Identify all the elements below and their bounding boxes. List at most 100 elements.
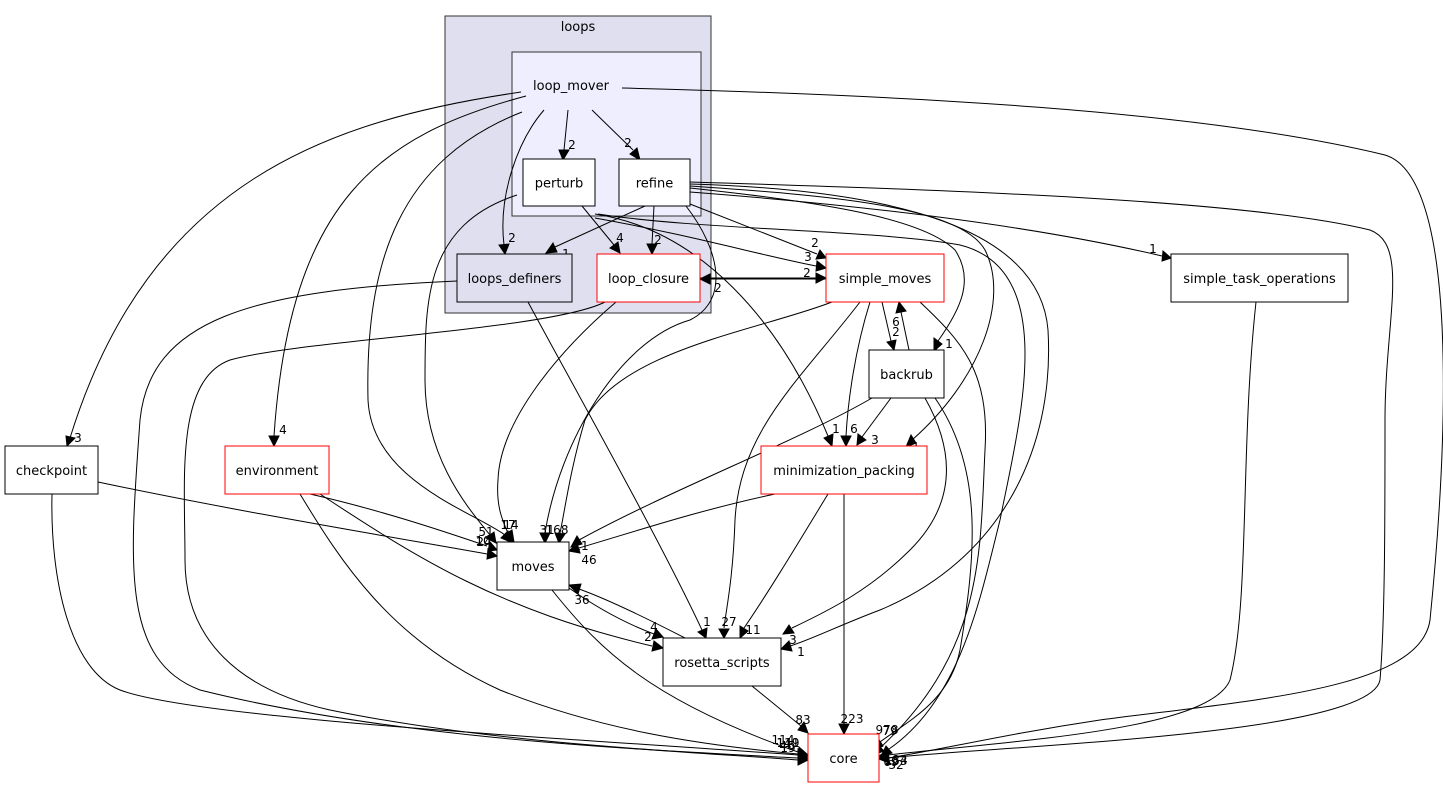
node-moves[interactable]: moves (496, 541, 570, 591)
edge-count-label[interactable]: 51 (478, 525, 493, 539)
edge-count-label[interactable]: 14 (503, 518, 518, 532)
node-rosetta-scripts[interactable]: rosetta_scripts (662, 637, 782, 687)
edge-count-label[interactable]: 3 (804, 250, 812, 264)
node-environment[interactable]: environment (224, 445, 330, 495)
edge-loop-mover-to-perturb[interactable]: 2 (558, 109, 576, 162)
edge-environment-to-moves[interactable]: 51 (309, 493, 499, 552)
edge-perturb-to-moves[interactable]: 14 (424, 194, 519, 544)
edge-count-label[interactable]: 2 (811, 236, 819, 250)
edge-moves-to-core[interactable]: 149 (551, 589, 810, 758)
edge-loops-definers-to-core[interactable]: 111 (132, 280, 810, 764)
edge-count-label[interactable]: 11 (745, 623, 760, 637)
edge-refine-to-simple-moves[interactable]: 2 (689, 203, 827, 260)
node-label: checkpoint (16, 464, 87, 479)
edge-loop-mover-to-checkpoint[interactable]: 3 (65, 91, 522, 448)
edge-count-label[interactable]: 32 (888, 758, 903, 772)
edge-count-label[interactable]: 2 (568, 138, 576, 152)
edge-count-label[interactable]: 3 (789, 633, 797, 647)
edge-count-label[interactable]: 24 (476, 535, 491, 549)
edge-count-label[interactable]: 6 (892, 315, 900, 329)
edge-loop-mover-to-loops-definers[interactable]: 2 (498, 109, 545, 256)
node-simple-moves[interactable]: simple_moves (825, 253, 945, 303)
edge-count-label[interactable]: 1 (797, 645, 805, 659)
edge-count-label[interactable]: 79 (882, 724, 897, 738)
edge-refine-to-loop-closure[interactable]: 2 (646, 205, 662, 256)
edge-count-label[interactable]: 114 (772, 733, 795, 747)
edge-path (621, 87, 1443, 759)
edge-count-label[interactable]: 4 (279, 423, 287, 437)
edge-count-label[interactable]: 3 (871, 433, 879, 447)
edge-count-label[interactable]: 83 (795, 713, 810, 727)
node-checkpoint[interactable]: checkpoint (4, 445, 99, 495)
edge-loop-mover-to-refine[interactable]: 2 (591, 109, 641, 162)
edge-simple-moves-to-moves[interactable]: 168 (546, 301, 833, 545)
edge-refine-to-rosetta-scripts[interactable]: 1 (689, 183, 1050, 659)
edge-count-label[interactable]: 27 (721, 615, 736, 629)
edge-count-label[interactable]: 2 (508, 231, 516, 245)
edge-backrub-to-simple-moves[interactable]: 6 (892, 300, 910, 351)
edge-perturb-to-loop-closure[interactable]: 4 (581, 205, 624, 254)
edge-count-label[interactable]: 1 (945, 337, 953, 351)
edge-count-label[interactable]: 17 (500, 518, 515, 532)
edge-refine-to-backrub[interactable]: 1 (689, 187, 965, 353)
edge-minimization-packing-to-rosetta-scripts[interactable]: 11 (739, 493, 829, 640)
edge-minimization-packing-to-moves[interactable]: 46 (567, 493, 776, 567)
node-simple-task-operations[interactable]: simple_task_operations (1170, 253, 1349, 303)
node-loops-definers[interactable]: loops_definers (456, 253, 573, 303)
edge-simple-moves-to-rosetta-scripts[interactable]: 27 (718, 301, 861, 640)
edge-path (594, 217, 817, 267)
edge-count-label[interactable]: 1 (1149, 242, 1157, 256)
edge-count-label[interactable]: 4 (650, 620, 658, 634)
edge-count-label[interactable]: 2 (714, 281, 722, 295)
node-perturb[interactable]: perturb (522, 158, 596, 207)
node-minimization-packing[interactable]: minimization_packing (760, 445, 928, 495)
edge-count-label[interactable]: 10 (475, 534, 490, 548)
node-loop-closure[interactable]: loop_closure (596, 253, 701, 303)
edge-count-label[interactable]: 2 (892, 325, 900, 339)
edge-count-label[interactable]: 168 (546, 523, 569, 537)
node-core[interactable]: core (807, 733, 880, 783)
edge-rosetta-scripts-to-core[interactable]: 83 (751, 685, 811, 734)
edge-refine-to-moves[interactable]: 31 (539, 205, 717, 545)
edge-loops-definers-to-rosetta-scripts[interactable]: 1 (527, 301, 711, 639)
edge-count-label[interactable]: 2 (654, 233, 662, 247)
edge-count-label[interactable]: 2 (803, 266, 811, 280)
edge-count-label[interactable]: 3 (74, 431, 82, 445)
edge-checkpoint-to-core[interactable]: 19 (51, 493, 810, 761)
edge-count-label[interactable]: 149 (777, 736, 800, 750)
edge-simple-moves-to-loop-closure[interactable]: 2 (698, 273, 826, 295)
edge-loop-mover-to-environment[interactable]: 4 (268, 95, 527, 448)
edge-minimization-packing-to-core[interactable]: 223 (838, 494, 864, 736)
edge-loop-closure-to-moves[interactable]: 24 (476, 301, 617, 549)
node-refine[interactable]: refine (618, 158, 691, 207)
edge-path (97, 481, 488, 555)
edge-backrub-to-rosetta-scripts[interactable]: 3 (782, 397, 947, 647)
edge-environment-to-rosetta-scripts[interactable]: 2 (319, 493, 665, 652)
edge-backrub-to-minimization-packing[interactable]: 3 (856, 397, 892, 447)
edge-simple-moves-to-backrub[interactable]: 2 (881, 301, 900, 352)
edge-count-label[interactable]: 46 (581, 553, 596, 567)
edge-rosetta-scripts-to-moves[interactable]: 36 (567, 583, 686, 639)
arrowhead (739, 625, 749, 640)
edge-loop-closure-to-simple-moves[interactable]: 2 (700, 266, 828, 284)
node-label: moves (511, 560, 554, 575)
edge-count-label[interactable]: 153 (885, 754, 908, 768)
edge-perturb-to-minimization-packing[interactable]: 1 (594, 213, 840, 448)
edge-perturb-to-simple-moves[interactable]: 3 (594, 217, 828, 272)
edge-count-label[interactable]: 36 (574, 593, 589, 607)
edge-count-label[interactable]: 1 (703, 615, 711, 629)
edge-count-label[interactable]: 1 (832, 422, 840, 436)
edge-count-label[interactable]: 4 (616, 231, 624, 245)
edge-count-label[interactable]: 2 (644, 630, 652, 644)
edge-refine-to-simple-task-operations[interactable]: 1 (689, 191, 1172, 262)
node-backrub[interactable]: backrub (868, 349, 945, 399)
edge-loop-closure-to-core[interactable]: 114 (183, 301, 810, 766)
edge-simple-task-operations-to-core[interactable]: 32 (877, 301, 1257, 772)
edge-checkpoint-to-moves[interactable]: 10 (97, 481, 499, 560)
edge-refine-to-minimization-packing[interactable]: 1 (689, 185, 995, 454)
edge-count-label[interactable]: 31 (539, 523, 554, 537)
edge-count-label[interactable]: 2 (624, 136, 632, 150)
edge-count-label[interactable]: 223 (841, 712, 864, 726)
edge-count-label[interactable]: 6 (850, 422, 858, 436)
edge-simple-moves-to-minimization-packing[interactable]: 6 (840, 301, 871, 448)
